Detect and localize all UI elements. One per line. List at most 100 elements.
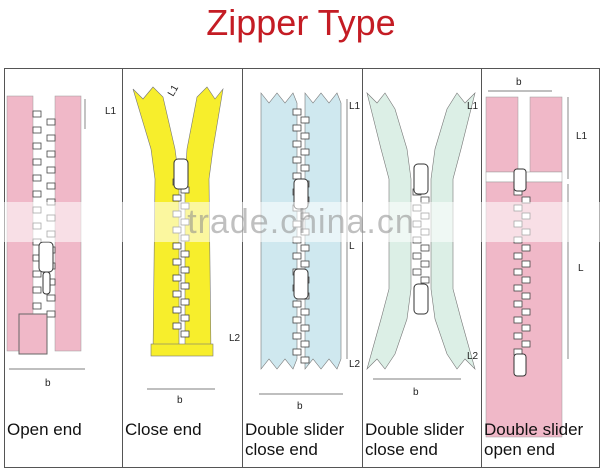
zipper-tooth [46, 134, 56, 142]
zipper-tooth [172, 306, 182, 314]
zipper-tooth [180, 298, 190, 306]
zipper-tooth [513, 268, 523, 276]
zipper-tooth [292, 348, 302, 356]
zipper-tooth [420, 244, 430, 252]
dim-label-b: b [413, 387, 419, 398]
zipper-tooth [300, 116, 310, 124]
zipper-tooth [180, 250, 190, 258]
zipper-tooth [420, 276, 430, 284]
zipper-tooth [32, 126, 42, 134]
zipper-tooth [521, 276, 531, 284]
zipper-tooth [32, 142, 42, 150]
zipper-tooth [513, 300, 523, 308]
panel-double-slider-open-end: b L1 L Double slider open end [482, 69, 599, 467]
dim-label-l2: L2 [467, 351, 479, 362]
dim-label-b: b [45, 378, 51, 389]
zipper-tooth [172, 194, 182, 202]
zipper-tooth [292, 172, 302, 180]
zipper-tooth [513, 316, 523, 324]
caption-line: Close end [125, 420, 202, 439]
zipper-tooth [292, 124, 302, 132]
caption-line: close end [245, 440, 318, 459]
zipper-tooth [292, 300, 302, 308]
zipper-tooth [513, 284, 523, 292]
zipper-tooth [292, 140, 302, 148]
panel-double-slider-close-end-mint: L1 L2 b Double slider close end [363, 69, 481, 467]
caption-line: close end [365, 440, 438, 459]
zipper-tooth [32, 110, 42, 118]
caption-double-slider-close-end-mint: Double slider close end [365, 420, 479, 460]
zipper-tooth [172, 258, 182, 266]
dim-label-l1: L1 [576, 131, 588, 142]
zipper-tooth [300, 308, 310, 316]
dim-label-b: b [297, 401, 303, 412]
zipper-tooth [180, 266, 190, 274]
zipper-tooth [172, 274, 182, 282]
panel-divider [242, 68, 243, 468]
zipper-tooth [46, 150, 56, 158]
zipper-tooth [172, 322, 182, 330]
zipper-tooth [180, 282, 190, 290]
dim-label-l2: L2 [349, 359, 361, 370]
panel-divider [481, 68, 482, 468]
zipper-tooth [300, 164, 310, 172]
caption-double-slider-close-end-blue: Double slider close end [245, 420, 360, 460]
dim-label-l: L [578, 263, 584, 274]
zipper-tooth [300, 260, 310, 268]
page-title: Zipper Type [206, 2, 396, 43]
caption-open-end: Open end [7, 420, 120, 440]
close-end-zipper-illustration: b L1 L2 [132, 83, 241, 406]
panel-open-end: L1 b Open end [5, 69, 122, 467]
dim-label-l1: L1 [467, 101, 479, 112]
double-slider-open-end-illustration: b L1 L [485, 77, 588, 438]
dim-label-l1: L1 [349, 101, 361, 112]
diagram-frame [4, 68, 600, 468]
caption-line: Open end [7, 420, 82, 439]
dim-label-l1: L1 [105, 106, 117, 117]
zipper-tooth [46, 310, 56, 318]
zipper-tooth [300, 324, 310, 332]
dim-label-l1: L1 [166, 83, 181, 99]
zipper-tooth [300, 356, 310, 364]
zipper-tooth [46, 118, 56, 126]
zipper-tooth [513, 252, 523, 260]
double-slider-close-end-illustration: L1 L2 b [366, 92, 479, 398]
zipper-tooth [46, 182, 56, 190]
panel-close-end: b L1 L2 Close end [123, 69, 242, 467]
zipper-tooth [513, 332, 523, 340]
zipper-tooth [32, 270, 42, 278]
caption-line: Double slider [245, 420, 345, 439]
caption-line: open end [484, 440, 555, 459]
zipper-tooth [300, 148, 310, 156]
zipper-tooth [292, 316, 302, 324]
zipper-tooth [412, 268, 422, 276]
zipper-tooth [521, 244, 531, 252]
zipper-tooth [172, 242, 182, 250]
zipper-tooth [521, 260, 531, 268]
zipper-tooth [172, 290, 182, 298]
zipper-tooth [180, 330, 190, 338]
zipper-tooth [300, 340, 310, 348]
dim-label-b: b [516, 77, 522, 88]
zipper-tooth [32, 302, 42, 310]
caption-close-end: Close end [125, 420, 240, 440]
zipper-tooth [300, 244, 310, 252]
zipper-tooth [521, 292, 531, 300]
zipper-tooth [32, 286, 42, 294]
zipper-tooth [521, 308, 531, 316]
caption-double-slider-open-end: Double slider open end [484, 420, 597, 460]
dim-label-l: L [349, 241, 355, 252]
zipper-tooth [292, 156, 302, 164]
zipper-tooth [46, 166, 56, 174]
panel-divider [362, 68, 363, 468]
zipper-tooth [32, 158, 42, 166]
zipper-tooth [292, 252, 302, 260]
zipper-tooth [412, 252, 422, 260]
caption-line: Double slider [484, 420, 584, 439]
zipper-tooth [32, 190, 42, 198]
zipper-tooth [521, 324, 531, 332]
zipper-tooth [180, 314, 190, 322]
zipper-tooth [292, 108, 302, 116]
watermark: trade.china.cn [0, 202, 602, 242]
